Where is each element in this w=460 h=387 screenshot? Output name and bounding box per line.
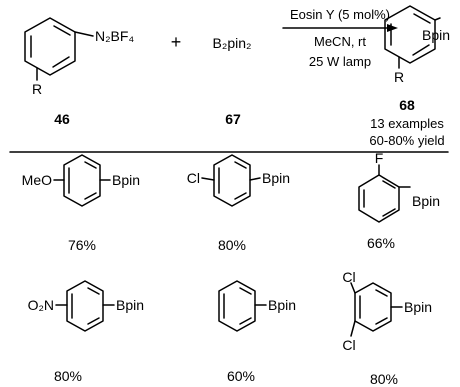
summary-yield: 60-80% yield bbox=[369, 133, 444, 148]
ring-double-bond bbox=[53, 25, 71, 36]
example-yield: 60% bbox=[227, 368, 255, 384]
example-yield: 66% bbox=[367, 235, 395, 251]
example-substituent: F bbox=[375, 150, 384, 166]
product-group-label: Bpin bbox=[422, 27, 450, 43]
ring-double-bond bbox=[382, 208, 396, 217]
reagent-67-formula: B₂pin₂ bbox=[213, 35, 252, 51]
condition-solvent: MeCN, rt bbox=[314, 34, 366, 49]
benzene-ring bbox=[213, 154, 251, 207]
example-methoxy: MeO Bpin bbox=[22, 154, 140, 207]
example-group: Bpin bbox=[112, 172, 140, 188]
example-group: Bpin bbox=[116, 297, 144, 313]
condition-catalyst: Eosin Y (5 mol%) bbox=[290, 7, 390, 22]
benzene-ring bbox=[66, 280, 104, 332]
example-group: Bpin bbox=[412, 193, 440, 209]
ring-double-bond bbox=[84, 192, 97, 200]
condition-light: 25 W lamp bbox=[309, 54, 371, 69]
example-substituent: O₂N bbox=[28, 297, 54, 313]
example-dichloro: Cl Cl Bpin bbox=[342, 269, 432, 353]
example-group: Bpin bbox=[262, 170, 290, 186]
example-nitro: O₂N Bpin bbox=[28, 280, 144, 332]
example-phenyl: Bpin bbox=[218, 280, 296, 332]
example-group: Bpin bbox=[268, 297, 296, 313]
plus-sign: + bbox=[171, 32, 182, 52]
bond-to-bpin bbox=[249, 177, 261, 181]
reagent-46-substituent-label: R bbox=[32, 81, 42, 97]
ring-double-bond bbox=[239, 317, 252, 325]
product-68-number: 68 bbox=[399, 97, 415, 113]
bond-to-bpin bbox=[434, 17, 441, 21]
example-yield: 80% bbox=[218, 237, 246, 253]
ring-double-bond bbox=[412, 44, 430, 56]
ring-double-bond bbox=[87, 317, 100, 325]
ring-double-bond bbox=[413, 13, 431, 24]
example-substituent: Cl bbox=[342, 337, 355, 353]
ring-double-bond bbox=[84, 161, 97, 169]
reaction-arrowhead bbox=[387, 24, 398, 32]
ring-double-bond bbox=[234, 192, 247, 200]
ring-double-bond bbox=[375, 317, 388, 325]
benzene-ring bbox=[218, 280, 256, 332]
example-fluoro: F Bpin bbox=[358, 150, 440, 223]
benzene-ring bbox=[24, 17, 76, 76]
example-substituent: Cl bbox=[187, 170, 200, 186]
bond-to-substituent bbox=[350, 320, 356, 337]
ring-double-bond bbox=[87, 287, 100, 295]
bond-to-substituent bbox=[350, 282, 356, 294]
example-yield: 80% bbox=[54, 368, 82, 384]
example-group: Bpin bbox=[404, 299, 432, 315]
example-yield: 76% bbox=[68, 237, 96, 253]
example-yield: 80% bbox=[370, 371, 398, 387]
summary-examples: 13 examples bbox=[370, 116, 444, 131]
bond-to-n2bf4 bbox=[74, 31, 94, 37]
example-substituent: MeO bbox=[22, 172, 52, 188]
reagent-46-number: 46 bbox=[54, 111, 70, 127]
example-substituent: Cl bbox=[342, 269, 355, 285]
product-68-structure: Bpin R bbox=[384, 5, 450, 85]
ring-double-bond bbox=[52, 56, 70, 68]
benzene-ring bbox=[358, 174, 400, 223]
benzene-ring bbox=[63, 154, 101, 207]
example-chloro: Cl Bpin bbox=[187, 154, 290, 207]
ring-double-bond bbox=[375, 289, 388, 297]
reagent-67-number: 67 bbox=[225, 111, 241, 127]
bond-to-substituent bbox=[201, 177, 215, 181]
ring-double-bond bbox=[234, 161, 247, 169]
ring-double-bond bbox=[382, 180, 396, 189]
product-substituent-label: R bbox=[394, 69, 404, 85]
reagent-46-group-label: N₂BF₄ bbox=[95, 28, 134, 44]
reagent-46-structure: N₂BF₄ R bbox=[24, 17, 134, 97]
ring-double-bond bbox=[239, 287, 252, 295]
